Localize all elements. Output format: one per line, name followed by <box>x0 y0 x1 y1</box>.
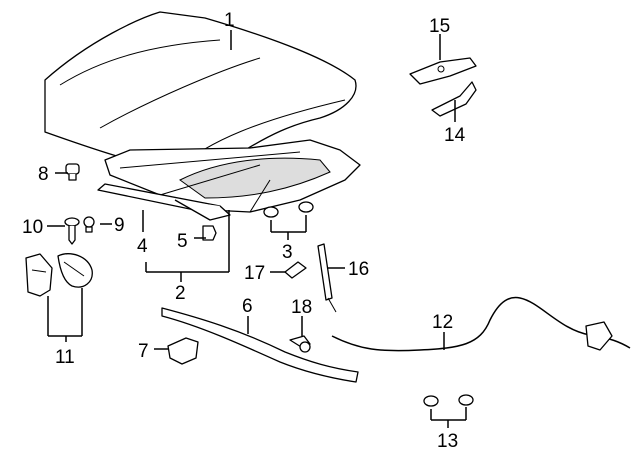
seal-strip <box>97 183 231 221</box>
callout-13: 13 <box>437 431 458 452</box>
callout-16: 16 <box>348 259 369 280</box>
callout-8: 8 <box>38 164 49 185</box>
callout-2: 2 <box>175 283 186 304</box>
callout-17: 17 <box>244 263 265 284</box>
callout-15: 15 <box>429 16 450 37</box>
callout-5: 5 <box>177 231 188 252</box>
bolt-18 <box>289 335 311 353</box>
clip-9 <box>83 216 95 233</box>
seal-6 <box>161 307 359 383</box>
clips-3 <box>263 201 314 218</box>
callout-14: 14 <box>444 125 466 146</box>
hinge-11 <box>25 253 93 297</box>
latch-15 <box>409 57 477 85</box>
bumper-8 <box>65 163 80 181</box>
callout-4: 4 <box>137 236 148 257</box>
callout-1: 1 <box>224 10 235 31</box>
cap-17 <box>284 261 307 279</box>
callout-6: 6 <box>242 296 253 317</box>
callout-7: 7 <box>138 341 149 362</box>
leader-lines <box>47 30 467 428</box>
callout-labels: 1 2 3 4 5 6 7 8 9 10 11 12 13 14 15 16 1… <box>22 10 466 452</box>
strut-16 <box>317 243 337 313</box>
callout-3: 3 <box>282 242 293 263</box>
grommet-13 <box>423 394 474 407</box>
hood-insulator <box>104 139 361 213</box>
callout-10: 10 <box>22 217 43 238</box>
callout-11: 11 <box>55 347 75 368</box>
latch-14 <box>431 81 477 117</box>
callout-12: 12 <box>432 312 453 333</box>
hood-panel <box>44 11 357 171</box>
callout-18: 18 <box>291 297 312 318</box>
screw-10 <box>64 217 80 245</box>
bracket-7 <box>167 337 199 365</box>
callout-9: 9 <box>114 215 125 236</box>
cable-12 <box>331 296 631 352</box>
